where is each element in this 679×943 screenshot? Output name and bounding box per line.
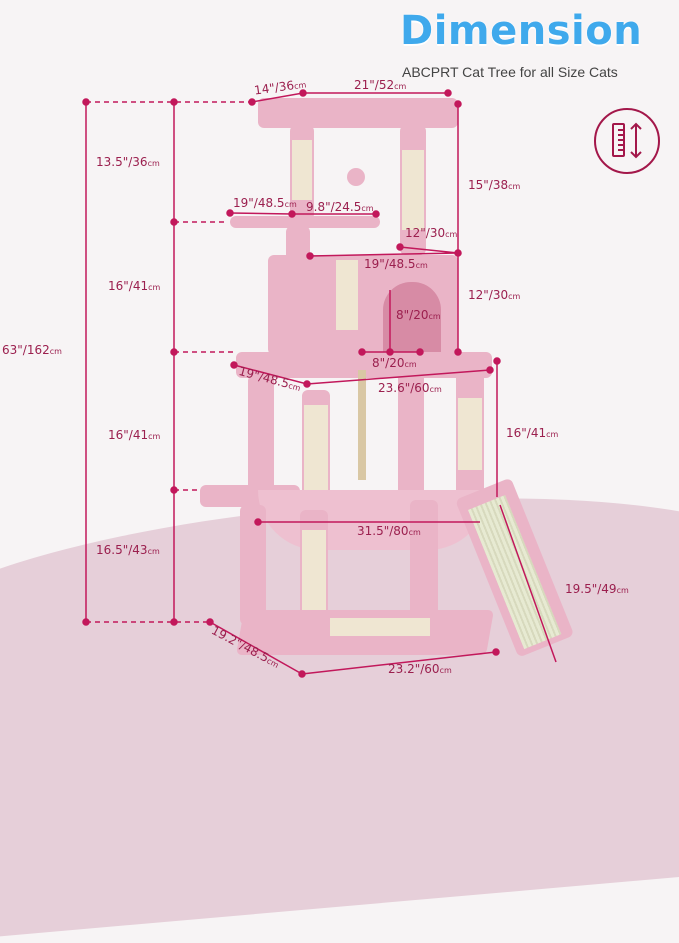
lower-post-3	[410, 500, 438, 620]
condo-door	[383, 282, 441, 354]
measurement-lines	[82, 89, 557, 678]
label-small-platform-depth: 19"/48.5cm	[233, 196, 297, 210]
label-condo-width: 19"/48.5cm	[364, 257, 428, 271]
page-title: Dimension	[400, 8, 643, 54]
label-height-lower: 16"/41cm	[108, 428, 161, 442]
page-subtitle: ABCPRT Cat Tree for all Size Cats	[402, 64, 618, 80]
label-base-width: 23.2"/60cm	[388, 662, 452, 676]
product-dimension-graphic: Dimension ABCPRT Cat Tree for all Size C…	[0, 8, 679, 943]
label-height-top: 13.5"/36cm	[96, 155, 160, 169]
label-top-perch-width: 21"/52cm	[354, 78, 407, 92]
top-perch	[258, 98, 458, 128]
label-ramp-length: 19.5"/49cm	[565, 582, 629, 596]
lower-sisal-2	[302, 530, 326, 620]
label-door-height: 8"/20cm	[396, 308, 441, 322]
small-platform	[230, 216, 380, 228]
hanging-ball-toy	[347, 168, 365, 186]
top-sisal-left	[292, 140, 312, 200]
label-top-post-height: 15"/38cm	[468, 178, 521, 192]
label-condo-height: 12"/30cm	[468, 288, 521, 302]
base-scratch-pad	[330, 618, 430, 636]
label-mid-platform-width: 23.6"/60cm	[378, 381, 442, 395]
label-height-mid: 16"/41cm	[108, 279, 161, 293]
top-sisal-right	[402, 150, 424, 230]
condo-sisal-post	[336, 260, 358, 330]
ruler-height-icon	[594, 108, 660, 174]
mid-sisal-2	[304, 405, 328, 495]
label-total-height: 63"/162cm	[2, 343, 62, 357]
hammock	[258, 490, 488, 550]
hanging-rope	[358, 370, 366, 480]
mid-post-1	[248, 375, 274, 495]
label-height-bottom: 16.5"/43cm	[96, 543, 160, 557]
label-small-platform-width: 9.8"/24.5cm	[306, 200, 374, 214]
mid-post-3	[398, 370, 424, 500]
mid-sisal-4	[458, 398, 482, 470]
label-door-width: 8"/20cm	[372, 356, 417, 370]
label-mid-post-height: 16"/41cm	[506, 426, 559, 440]
label-condo-depth-offset: 12"/30cm	[405, 226, 458, 240]
label-hammock-width: 31.5"/80cm	[357, 524, 421, 538]
lower-post-1	[240, 505, 266, 625]
